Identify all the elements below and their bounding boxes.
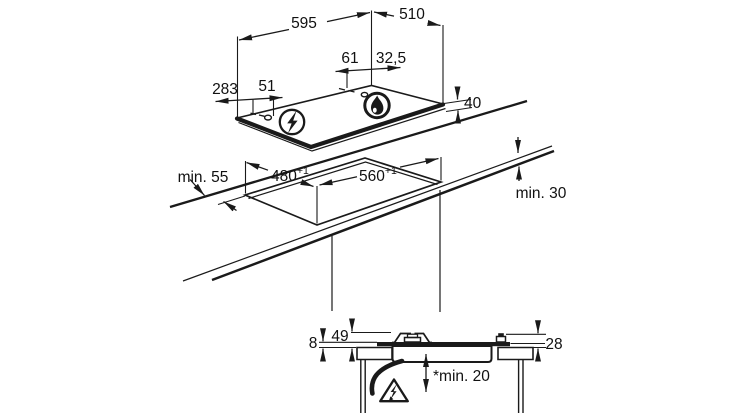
worktop-cutout-view: min. 55 480+1 560+1 min. 30 — [169, 99, 567, 312]
electric-ignition-icon — [278, 108, 306, 136]
cabinet-walls — [360, 359, 524, 413]
extension-lines-bottom — [319, 331, 546, 349]
dimension-40: 40 — [454, 86, 482, 124]
dim-min20-label: *min. 20 — [433, 368, 490, 385]
worktop-section-left — [356, 346, 393, 361]
ignition-knob-section — [495, 333, 507, 343]
burner-section — [392, 332, 432, 344]
extension-lines-middle — [217, 157, 442, 224]
dimension-510: 510 — [373, 6, 441, 27]
dim-min55-label: min. 55 — [178, 169, 229, 186]
power-cable — [369, 358, 405, 396]
dimension-28: 28 — [534, 320, 563, 362]
projection-lines — [331, 190, 441, 312]
dimension-min-55: min. 55 — [178, 169, 237, 212]
electric-shock-warning-icon — [379, 378, 409, 403]
dim-32-5-label: 32,5 — [376, 50, 406, 67]
worktop-lower-edge-thick — [211, 149, 555, 282]
dim-51-label: 51 — [258, 78, 275, 95]
dim-61-label: 61 — [341, 50, 358, 67]
cutout-inner-wall — [248, 161, 438, 200]
worktop-front-edge — [169, 99, 528, 209]
gas-flame-icon — [363, 91, 391, 120]
dimension-49: 49 — [331, 318, 356, 362]
dimension-min-20: *min. 20 — [422, 354, 490, 392]
worktop-lower-edge-thin — [182, 145, 553, 282]
ignition-hole-left — [250, 112, 273, 121]
cross-section-view: 8 49 28 *min. 20 — [309, 318, 563, 413]
dim-8-label: 8 — [309, 335, 318, 352]
dim-283-label: 283 — [212, 81, 238, 98]
dim-560-label: 560+1 — [359, 165, 397, 185]
dim-28-label: 28 — [545, 336, 562, 353]
hob-plate-section — [377, 342, 510, 347]
dim-49-label: 49 — [331, 328, 348, 345]
dimension-8: 8 — [309, 328, 327, 362]
extension-lines-top — [236, 10, 473, 118]
dimension-480: 480+1 — [246, 161, 314, 188]
hob-bottom-edge — [238, 107, 446, 152]
hob-front-edge — [234, 102, 446, 150]
dim-min30-label: min. 30 — [516, 185, 567, 202]
hob-body-tub — [391, 345, 493, 363]
dim-510-label: 510 — [399, 6, 425, 23]
dim-480-label: 480+1 — [271, 165, 309, 185]
worktop-section-right — [497, 346, 534, 361]
dimension-min-30: min. 30 — [514, 137, 567, 202]
dim-595-label: 595 — [291, 15, 317, 32]
dimension-595: 595 — [238, 11, 371, 41]
dimension-283-51: 283 51 — [212, 78, 283, 104]
dim-40-label: 40 — [464, 95, 482, 112]
hob-isometric-view: 595 510 61 32,5 283 51 40 — [212, 6, 482, 152]
cutout-opening — [242, 157, 444, 226]
ignition-hole-right — [338, 87, 369, 98]
dimension-61-32-5: 61 32,5 — [335, 50, 406, 74]
dimension-560: 560+1 — [319, 157, 439, 186]
